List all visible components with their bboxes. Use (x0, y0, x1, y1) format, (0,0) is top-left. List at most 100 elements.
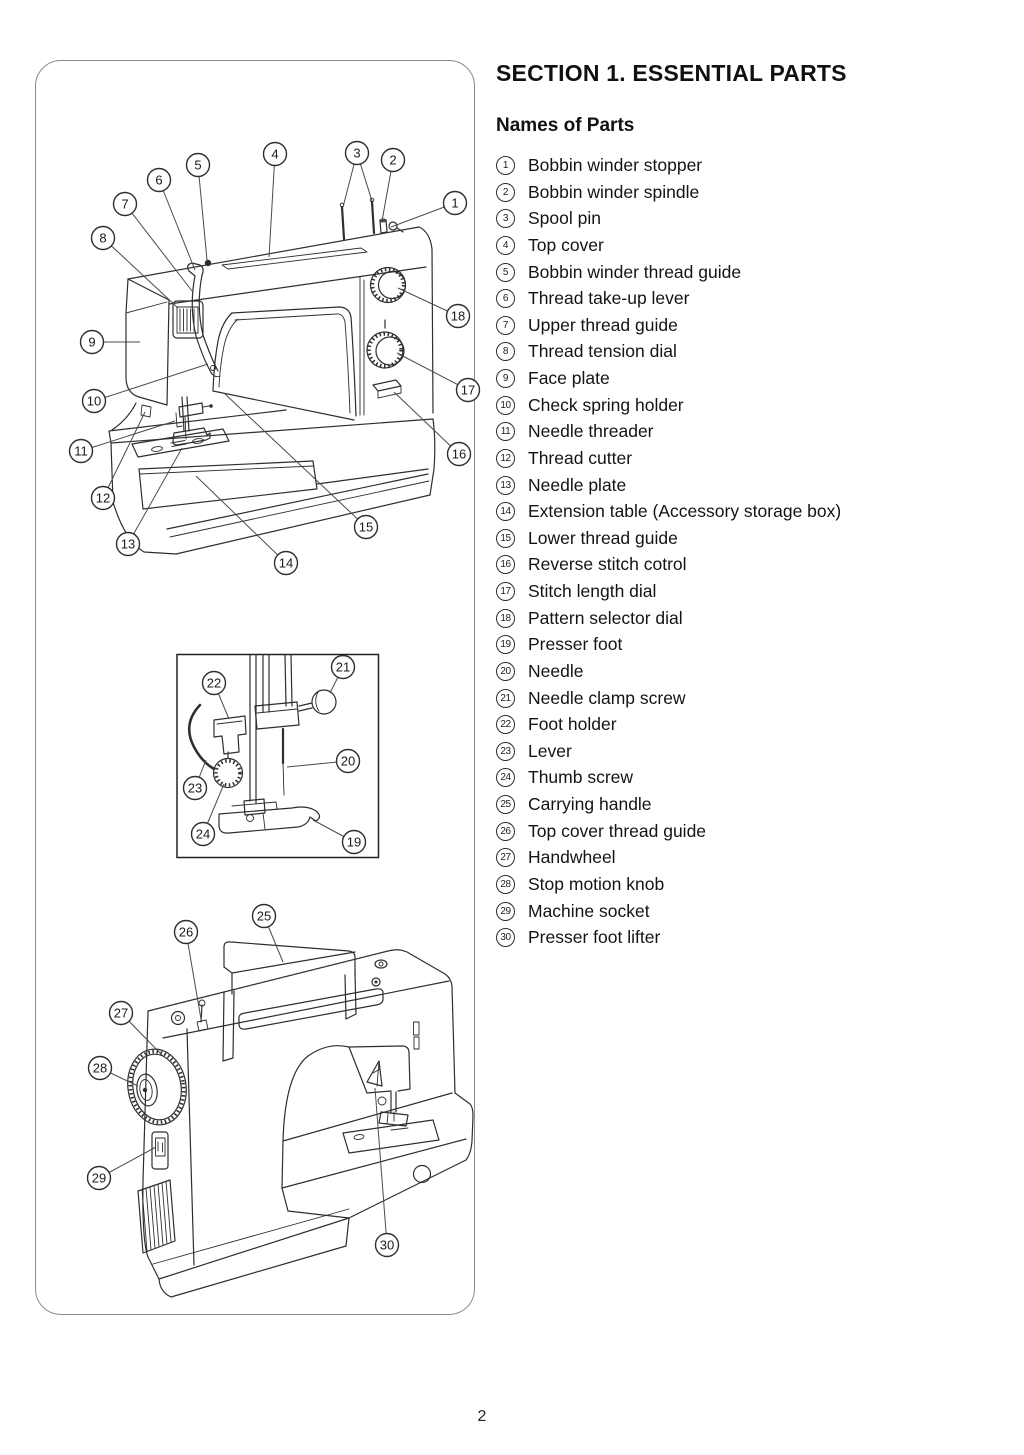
part-number-badge: 22 (496, 715, 515, 735)
callout-7: 7 (112, 191, 193, 292)
callout-20: 20 (286, 748, 361, 774)
callout-10: 10 (81, 363, 209, 414)
part-number-badge: 13 (496, 475, 515, 495)
parts-section: SECTION 1. ESSENTIAL PARTS Names of Part… (496, 60, 1006, 951)
part-name: Handwheel (528, 847, 616, 868)
part-name: Bobbin winder thread guide (528, 261, 742, 282)
page-number: 2 (477, 1408, 487, 1425)
part-item: 23 Lever (496, 738, 1006, 765)
callout-29: 29 (86, 1146, 157, 1191)
part-number-badge: 1 (496, 156, 515, 176)
svg-text:16: 16 (452, 447, 466, 462)
part-number-badge: 6 (496, 289, 515, 309)
svg-text:28: 28 (93, 1061, 107, 1076)
part-number-badge: 26 (496, 821, 515, 841)
callout-19: 19 (312, 819, 367, 855)
callout-30: 30 (374, 1087, 400, 1258)
part-name: Lever (528, 740, 572, 761)
part-number-badge: 23 (496, 741, 515, 761)
callout-22: 22 (201, 670, 230, 720)
closeup-art (176, 653, 380, 859)
callout-14: 14 (195, 475, 299, 576)
callout-24: 24 (190, 783, 225, 847)
callout-25: 25 (251, 903, 284, 963)
part-name: Top cover (528, 234, 604, 255)
svg-text:25: 25 (257, 909, 271, 924)
part-number-badge: 14 (496, 502, 515, 522)
part-number-badge: 19 (496, 635, 515, 655)
svg-text:18: 18 (451, 309, 465, 324)
svg-text:30: 30 (380, 1238, 394, 1253)
svg-text:3: 3 (353, 146, 360, 161)
part-item: 27 Handwheel (496, 845, 1006, 872)
svg-text:29: 29 (92, 1171, 106, 1186)
svg-text:9: 9 (88, 335, 95, 350)
callout-28: 28 (87, 1055, 139, 1087)
part-item: 7 Upper thread guide (496, 312, 1006, 339)
svg-text:13: 13 (121, 537, 135, 552)
svg-text:14: 14 (279, 556, 293, 571)
callout-16: 16 (393, 391, 472, 467)
figure-rear-view: 25 26 27 28 29 30 (86, 903, 474, 1298)
part-name: Reverse stitch cotrol (528, 554, 687, 575)
svg-text:17: 17 (461, 383, 475, 398)
svg-text:24: 24 (196, 827, 210, 842)
part-name: Foot holder (528, 714, 617, 735)
part-name: Pattern selector dial (528, 607, 683, 628)
part-number-badge: 17 (496, 582, 515, 602)
part-name: Lower thread guide (528, 527, 678, 548)
part-number-badge: 20 (496, 661, 515, 681)
part-name: Upper thread guide (528, 314, 678, 335)
part-number-badge: 4 (496, 235, 515, 255)
part-name: Presser foot (528, 634, 623, 655)
part-number-badge: 18 (496, 608, 515, 628)
part-item: 13 Needle plate (496, 472, 1006, 499)
rear-view-art (127, 941, 474, 1298)
part-name: Thumb screw (528, 767, 634, 788)
part-number-badge: 3 (496, 209, 515, 229)
svg-text:19: 19 (347, 835, 361, 850)
callout-26: 26 (173, 919, 202, 1020)
part-item: 22 Foot holder (496, 711, 1006, 738)
svg-text:1: 1 (451, 196, 458, 211)
part-name: Carrying handle (528, 794, 652, 815)
part-number-badge: 28 (496, 874, 515, 894)
part-item: 15 Lower thread guide (496, 525, 1006, 552)
svg-text:27: 27 (114, 1006, 128, 1021)
part-number-badge: 7 (496, 315, 515, 335)
callout-17: 17 (396, 352, 481, 403)
section-title: SECTION 1. ESSENTIAL PARTS (496, 60, 847, 86)
part-number-badge: 8 (496, 342, 515, 362)
svg-text:15: 15 (359, 520, 373, 535)
part-name: Machine socket (528, 900, 650, 921)
callout-11: 11 (68, 420, 176, 464)
part-number-badge: 12 (496, 448, 515, 468)
part-number-badge: 25 (496, 795, 515, 815)
part-item: 19 Presser foot (496, 632, 1006, 659)
callout-13: 13 (115, 447, 183, 557)
callout-9: 9 (79, 329, 140, 355)
part-name: Extension table (Accessory storage box) (528, 501, 842, 522)
subsection-title: Names of Parts (496, 115, 635, 137)
svg-text:12: 12 (96, 491, 110, 506)
svg-text:10: 10 (87, 394, 101, 409)
part-number-badge: 30 (496, 928, 515, 948)
part-number-badge: 27 (496, 848, 515, 868)
part-number-badge: 15 (496, 528, 515, 548)
callout-15: 15 (223, 392, 379, 540)
part-name: Needle plate (528, 474, 627, 495)
